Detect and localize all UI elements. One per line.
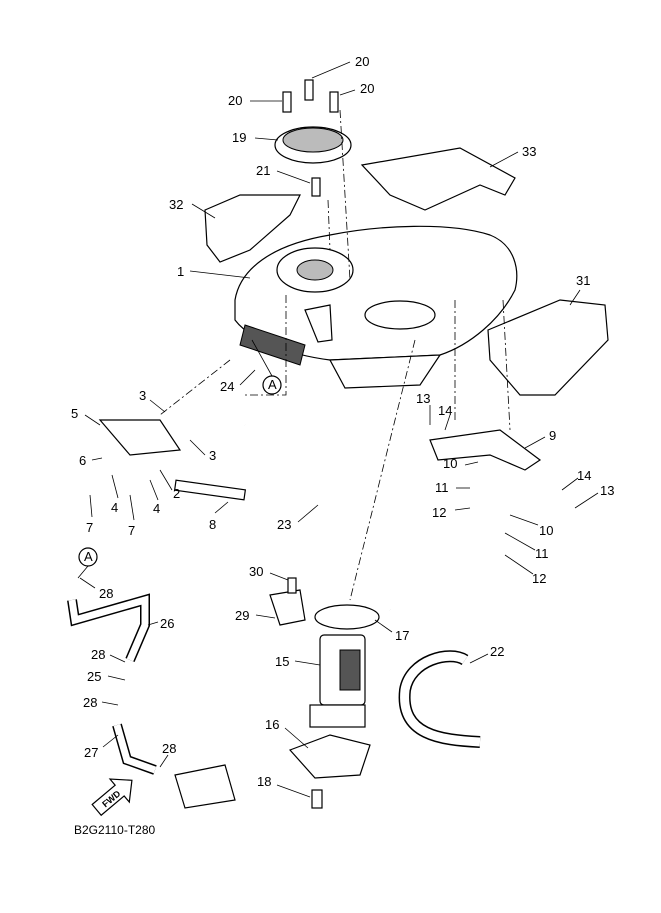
callout-14: 14 bbox=[438, 403, 452, 418]
callout-22: 22 bbox=[490, 644, 504, 659]
callout-13: 13 bbox=[416, 391, 430, 406]
side-cover-right bbox=[487, 299, 609, 396]
callout-1: 1 bbox=[177, 264, 184, 279]
filler-cap-plate bbox=[274, 79, 352, 197]
diagram-code: B2G2110-T280 bbox=[74, 823, 155, 837]
callout-5: 5 bbox=[71, 406, 78, 421]
side-cover-left bbox=[204, 194, 301, 263]
callout-13: 13 bbox=[600, 483, 614, 498]
callout-20: 20 bbox=[228, 93, 242, 108]
callout-20: 20 bbox=[355, 54, 369, 69]
callout-3: 3 bbox=[139, 388, 146, 403]
callout-4: 4 bbox=[153, 501, 160, 516]
callout-2: 2 bbox=[173, 486, 180, 501]
callout-7: 7 bbox=[128, 523, 135, 538]
bracket-left bbox=[98, 419, 182, 456]
callout-31: 31 bbox=[576, 273, 590, 288]
ref-marker-a: A bbox=[84, 549, 93, 564]
callout-33: 33 bbox=[522, 144, 536, 159]
callout-27: 27 bbox=[84, 745, 98, 760]
callout-28: 28 bbox=[83, 695, 97, 710]
leader-lines bbox=[77, 61, 599, 798]
bracket-right bbox=[429, 429, 542, 471]
fuel-filter bbox=[174, 764, 236, 809]
callout-32: 32 bbox=[169, 197, 183, 212]
callout-10: 10 bbox=[539, 523, 553, 538]
fuel-tank bbox=[234, 225, 518, 389]
callout-21: 21 bbox=[256, 163, 270, 178]
pump-plate bbox=[288, 734, 371, 779]
callout-9: 9 bbox=[549, 428, 556, 443]
callout-29: 29 bbox=[235, 608, 249, 623]
callout-4: 4 bbox=[111, 500, 118, 515]
callout-7: 7 bbox=[86, 520, 93, 535]
callout-15: 15 bbox=[275, 654, 289, 669]
callout-28: 28 bbox=[91, 647, 105, 662]
fuel-pump bbox=[309, 634, 366, 728]
callout-11: 11 bbox=[535, 546, 549, 561]
callout-23: 23 bbox=[277, 517, 291, 532]
callout-28: 28 bbox=[162, 741, 176, 756]
callout-24: 24 bbox=[220, 379, 234, 394]
callout-16: 16 bbox=[265, 717, 279, 732]
callout-30: 30 bbox=[249, 564, 263, 579]
callout-20: 20 bbox=[360, 81, 374, 96]
fwd-arrow-icon: FWD bbox=[91, 778, 133, 817]
callout-14: 14 bbox=[577, 468, 591, 483]
callout-18: 18 bbox=[257, 774, 271, 789]
callout-10: 10 bbox=[443, 456, 457, 471]
top-cover-right bbox=[360, 147, 516, 211]
callout-12: 12 bbox=[532, 571, 546, 586]
callout-labels: 20 20 20 19 21 33 32 1 31 3 5 24 13 14 9… bbox=[71, 54, 614, 789]
callout-3: 3 bbox=[209, 448, 216, 463]
callout-6: 6 bbox=[79, 453, 86, 468]
callout-11: 11 bbox=[435, 480, 449, 495]
callout-8: 8 bbox=[209, 517, 216, 532]
callout-28: 28 bbox=[99, 586, 113, 601]
callout-12: 12 bbox=[432, 505, 446, 520]
callout-17: 17 bbox=[395, 628, 409, 643]
callout-26: 26 bbox=[160, 616, 174, 631]
callout-19: 19 bbox=[232, 130, 246, 145]
callout-25: 25 bbox=[87, 669, 101, 684]
ref-marker-a: A bbox=[268, 377, 277, 392]
